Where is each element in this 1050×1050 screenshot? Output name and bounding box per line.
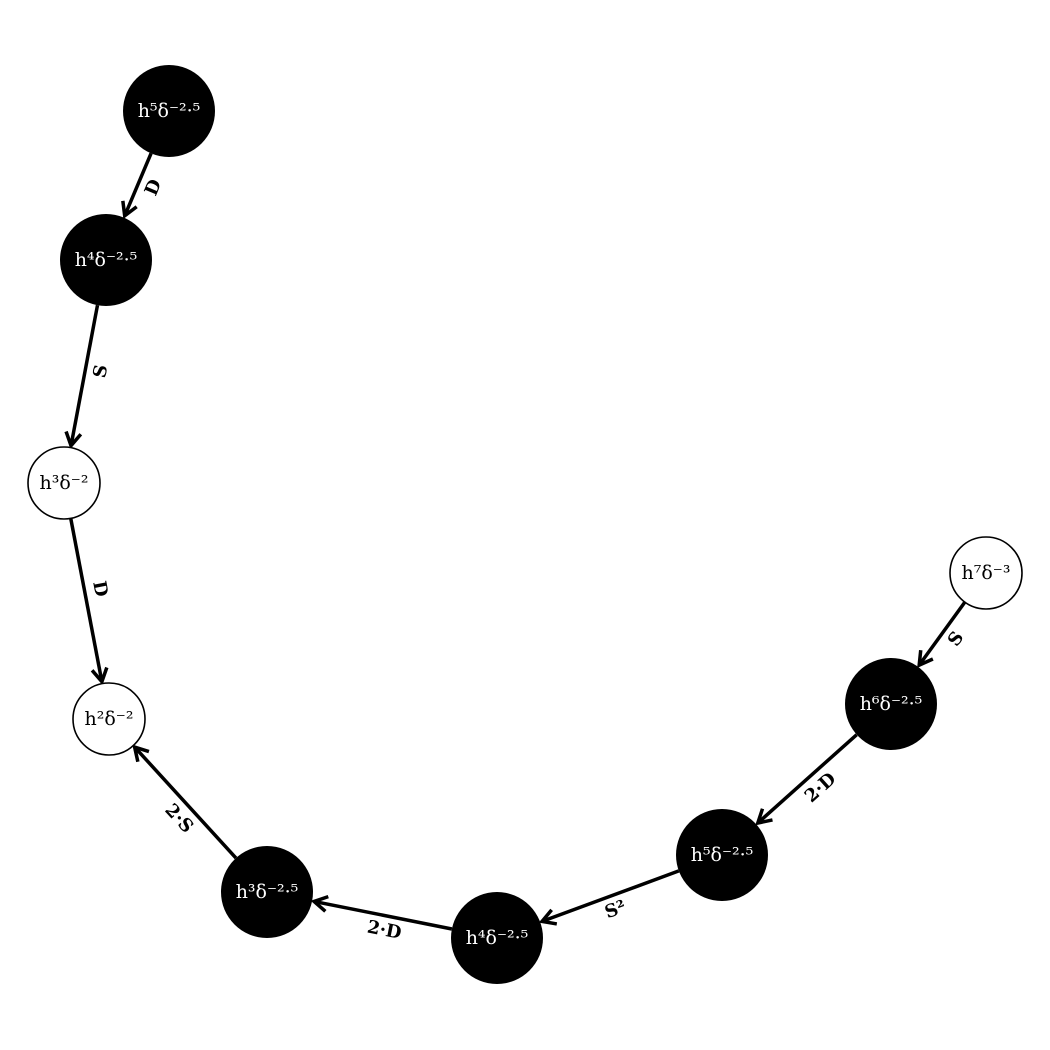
node-label: h⁷δ⁻³ (962, 562, 1011, 584)
edge-n2-n3: S (64, 304, 112, 450)
edge-line (69, 518, 104, 683)
edge-line (123, 152, 153, 217)
node-circle (221, 846, 313, 938)
edge-n7-n6: S² (538, 869, 680, 926)
node-circle (27, 446, 101, 520)
edge-n5-n4: 2·S (132, 744, 238, 860)
edge-label: S² (602, 896, 629, 923)
node-label: h⁴δ⁻²·⁵ (466, 927, 529, 949)
edge-n3-n4: D (69, 518, 112, 686)
node-circle (949, 536, 1023, 610)
node-label: h⁵δ⁻²·⁵ (691, 844, 754, 866)
node-circle (845, 658, 937, 750)
node-circle (676, 809, 768, 901)
edge-label: S (944, 628, 969, 651)
edge-label: S (89, 363, 112, 380)
node-label: h⁵δ⁻²·⁵ (138, 100, 201, 122)
node-n2: h⁴δ⁻²·⁵ (60, 214, 152, 306)
node-n8: h⁶δ⁻²·⁵ (845, 658, 937, 750)
node-n7: h⁵δ⁻²·⁵ (676, 809, 768, 901)
node-circle (451, 892, 543, 984)
edge-label: D (88, 579, 112, 598)
edge-label: 2·D (801, 768, 841, 807)
edge-n6-n5: 2·D (310, 894, 453, 944)
arrow-head (755, 808, 773, 826)
node-label: h⁴δ⁻²·⁵ (75, 249, 138, 271)
arrow-head (917, 650, 934, 668)
edge-n9-n8: S (917, 601, 969, 668)
arrow-head (64, 430, 83, 450)
edge-label: D (141, 176, 166, 199)
edges-layer: D S D 2·S 2·D S² 2·D S (64, 152, 969, 944)
node-n6: h⁴δ⁻²·⁵ (451, 892, 543, 984)
edge-line (69, 304, 100, 446)
node-circle (72, 682, 146, 756)
arrow-head (538, 908, 558, 926)
edge-line (917, 601, 967, 667)
edge-line (756, 733, 858, 825)
edge-line (313, 899, 453, 931)
node-circle (60, 214, 152, 306)
node-n5: h³δ⁻²·⁵ (221, 846, 313, 938)
nodes-layer: h⁵δ⁻²·⁵ h⁴δ⁻²·⁵ h³δ⁻² h²δ⁻² h³δ⁻²·⁵ h⁴δ⁻²·⁵ h⁵… (27, 65, 1023, 984)
node-circle (123, 65, 215, 157)
edge-n1-n2: D (121, 152, 166, 220)
edge-label: 2·D (365, 917, 403, 944)
node-label: h³δ⁻² (40, 472, 89, 494)
edge-label: 2·S (160, 800, 197, 838)
edge-n8-n7: 2·D (755, 733, 858, 826)
node-label: h⁶δ⁻²·⁵ (860, 693, 923, 715)
node-label: h³δ⁻²·⁵ (236, 881, 299, 903)
node-label: h²δ⁻² (85, 708, 134, 730)
edge-line (541, 869, 680, 924)
node-n4: h²δ⁻² (72, 682, 146, 756)
node-n3: h³δ⁻² (27, 446, 101, 520)
edge-line (133, 745, 238, 860)
arrow-head (121, 200, 138, 220)
node-n9: h⁷δ⁻³ (949, 536, 1023, 610)
arrow-head (90, 666, 109, 686)
node-n1: h⁵δ⁻²·⁵ (123, 65, 215, 157)
arrow-head (132, 744, 150, 763)
arrow-head (310, 894, 329, 913)
